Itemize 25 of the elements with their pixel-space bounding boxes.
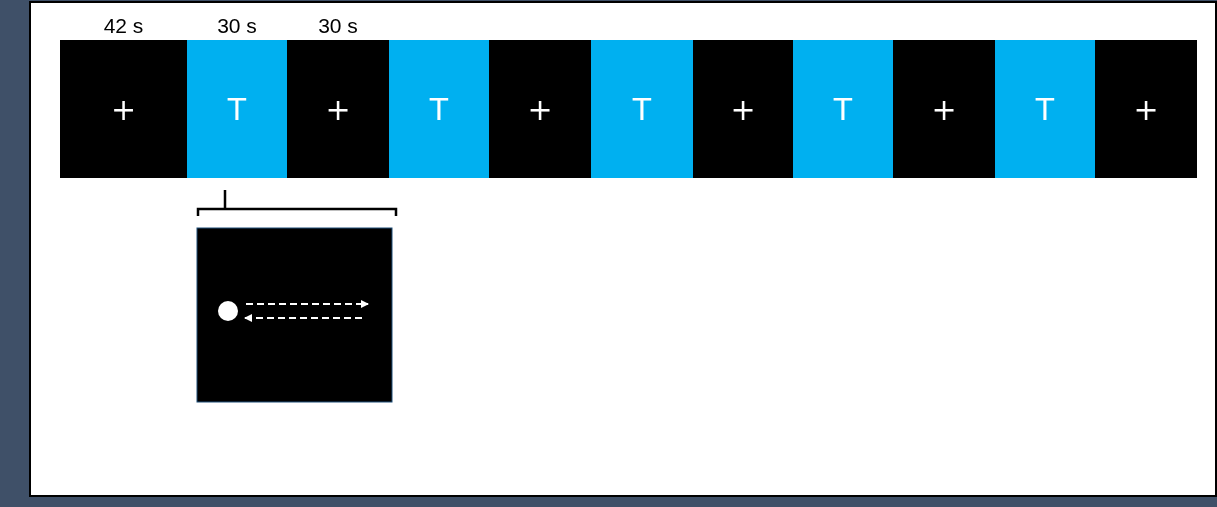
rest-block — [893, 40, 995, 178]
duration-label: 30 s — [318, 14, 358, 38]
rest-block — [60, 40, 187, 178]
rest-block — [489, 40, 591, 178]
fixation-cross: + — [527, 91, 553, 127]
task-symbol: T — [227, 91, 247, 127]
task-block — [591, 40, 693, 178]
fixation-cross: + — [931, 91, 957, 127]
task-block — [187, 40, 287, 178]
task-block — [389, 40, 489, 178]
rest-block — [287, 40, 389, 178]
task-symbol: T — [632, 91, 652, 127]
fixation-cross: + — [325, 91, 351, 127]
fixation-cross: + — [730, 91, 756, 127]
task-block — [793, 40, 893, 178]
rest-block — [693, 40, 793, 178]
task-block — [995, 40, 1095, 178]
task-symbol: T — [833, 91, 853, 127]
task-symbol: T — [1035, 91, 1055, 127]
rest-block — [1095, 40, 1197, 178]
duration-label: 42 s — [103, 14, 144, 38]
duration-label: 30 s — [217, 14, 257, 38]
task-symbol: T — [429, 91, 449, 127]
fixation-cross: + — [1133, 91, 1159, 127]
fixation-cross: + — [110, 91, 137, 127]
